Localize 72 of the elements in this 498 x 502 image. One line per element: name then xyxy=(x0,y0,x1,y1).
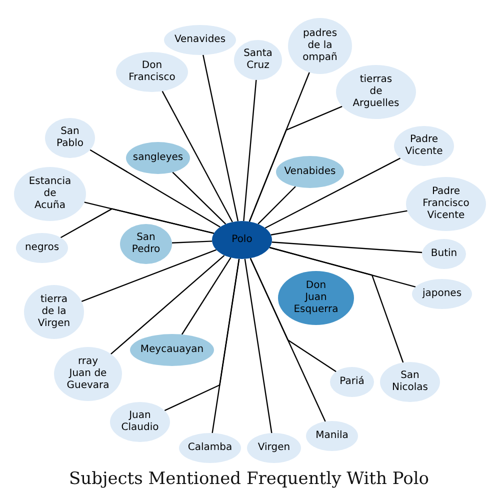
diagram-title: Subjects Mentioned Frequently With Polo xyxy=(68,468,430,490)
node-label: Estancia de Acuña xyxy=(28,176,72,212)
node-label: San Pablo xyxy=(56,126,84,150)
node-ellipse xyxy=(330,367,374,397)
node-ellipse xyxy=(14,167,86,221)
node-label: Don Francisco xyxy=(128,60,176,84)
node-label: sangleyes xyxy=(132,152,184,164)
connector-line xyxy=(250,258,326,422)
node-ellipse xyxy=(54,347,122,401)
connector-line xyxy=(172,172,226,225)
node-label: Juan Claudio xyxy=(121,410,159,434)
connector-line xyxy=(162,90,233,222)
node-label: Padre Francisco Vicente xyxy=(422,186,470,222)
node-ellipse xyxy=(278,271,354,325)
node-ellipse xyxy=(276,156,344,188)
node-ellipse xyxy=(412,279,472,309)
connector-line xyxy=(269,246,404,363)
connector-line xyxy=(243,80,257,222)
node-label: negros xyxy=(24,242,60,254)
node-ellipse xyxy=(45,118,95,158)
node-label: rray Juan de Guevara xyxy=(66,356,110,392)
connector-line xyxy=(264,158,401,229)
node-ellipse xyxy=(179,433,241,463)
node-label: Santa Cruz xyxy=(244,48,272,72)
node-ellipse xyxy=(288,18,352,74)
node-ellipse xyxy=(116,52,188,92)
node-ellipse xyxy=(422,239,466,269)
node-label: San Nicolas xyxy=(392,370,428,394)
node-ellipse xyxy=(306,421,358,451)
node-ellipse xyxy=(24,285,84,339)
node-ellipse xyxy=(120,224,172,264)
node-label: Venabides xyxy=(284,166,336,178)
node-label: Padre Vicente xyxy=(405,134,443,158)
node-label: Pariá xyxy=(340,376,364,388)
node-ellipse xyxy=(234,40,282,80)
node-label: Meycauayan xyxy=(140,344,204,356)
node-label: San Pedro xyxy=(132,232,160,256)
connector-line xyxy=(272,242,422,254)
node-ellipse xyxy=(16,233,68,263)
node-ellipse xyxy=(247,433,301,463)
node-label: Polo xyxy=(232,234,252,246)
node-label: Calamba xyxy=(188,442,232,454)
connector-line xyxy=(172,240,212,244)
connector-line xyxy=(258,186,296,224)
connector-line xyxy=(81,249,217,302)
node-ellipse xyxy=(406,177,486,231)
connector-line xyxy=(181,257,232,335)
connector-line xyxy=(110,254,225,355)
node-ellipse xyxy=(394,126,454,166)
node-label: Don Juan Esquerra xyxy=(294,280,338,316)
connector-line xyxy=(60,208,214,238)
node-label: Virgen xyxy=(258,442,290,454)
connector-line xyxy=(212,258,240,434)
connector-line xyxy=(248,106,342,222)
connector-line xyxy=(244,258,272,434)
node-ellipse xyxy=(126,142,190,174)
node-label: tierras de Arguelles xyxy=(352,74,400,110)
node-ellipse xyxy=(336,65,416,119)
node-ellipse xyxy=(164,25,236,55)
connector-line xyxy=(270,210,408,236)
node-ellipse xyxy=(130,334,214,366)
node-label: Venavides xyxy=(174,34,226,46)
node-label: japones xyxy=(422,288,462,300)
node-label: Butin xyxy=(430,248,458,260)
connector-line xyxy=(90,149,220,228)
node-label: padres de la ompañ xyxy=(302,28,338,64)
node-ellipse xyxy=(110,402,170,442)
node-ellipse xyxy=(380,362,440,402)
connector-line xyxy=(202,54,239,222)
node-label: Manila xyxy=(316,430,348,442)
node-ellipse xyxy=(212,221,272,259)
node-label: tierra de la Virgen xyxy=(38,294,70,330)
